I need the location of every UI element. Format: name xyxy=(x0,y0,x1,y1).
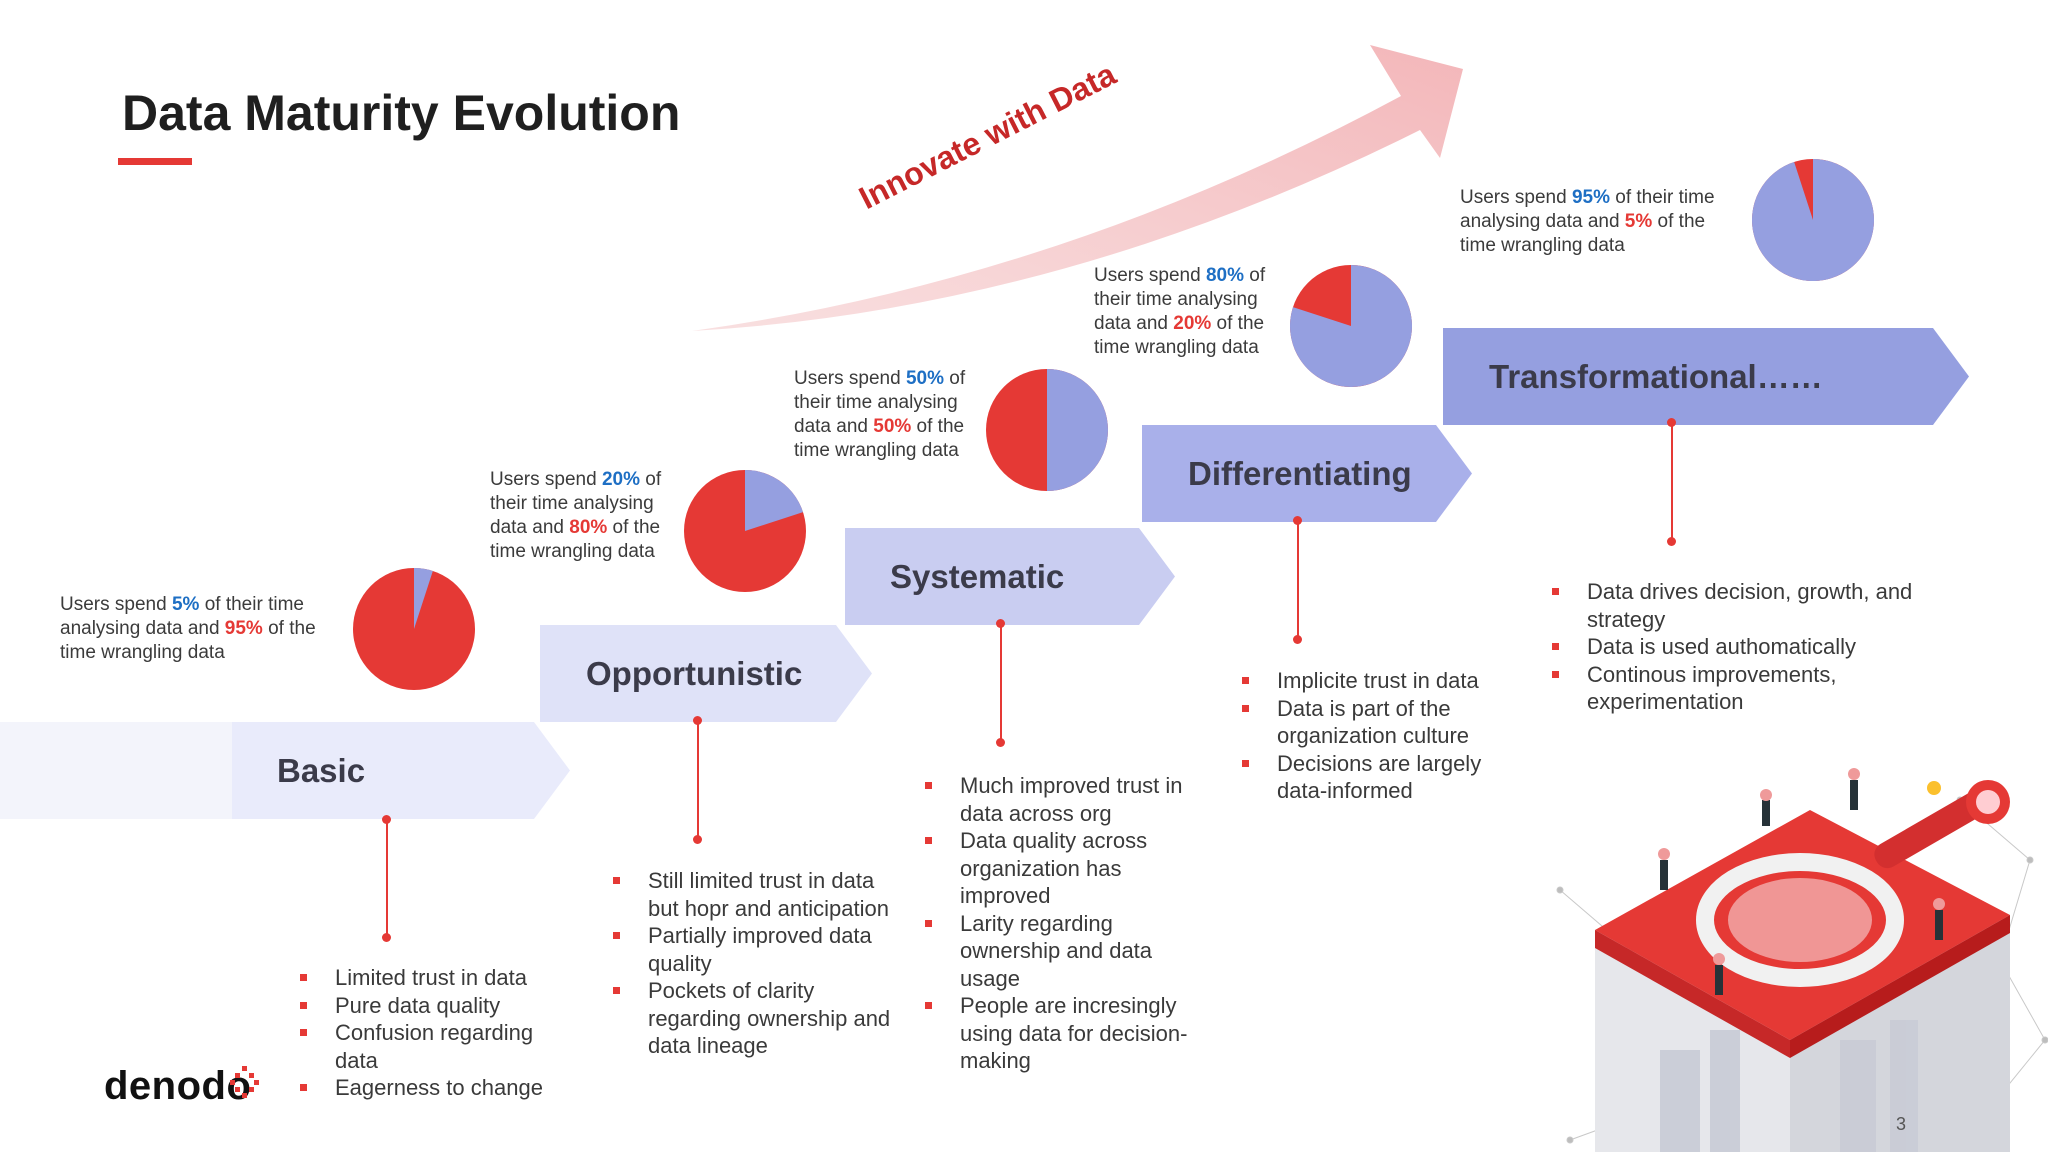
stage-label: Systematic xyxy=(890,557,1065,595)
bullet-item: Larity regarding ownership and data usag… xyxy=(925,910,1215,993)
stage-label: Basic xyxy=(277,751,366,789)
pie-basic xyxy=(353,568,475,690)
bullet-item: Partially improved data quality xyxy=(613,922,903,977)
connector-dot xyxy=(1293,516,1302,525)
usage-systematic: Users spend 50% of their time analysing … xyxy=(794,368,966,461)
stage-basic: Basic xyxy=(232,722,570,819)
bullet-item: Decisions are largely data-informed xyxy=(1242,750,1502,805)
connector-dot xyxy=(996,619,1005,628)
bullet-item: Confusion regarding data xyxy=(300,1019,570,1074)
usage-opportunistic: Users spend 20% of their time analysing … xyxy=(490,469,662,562)
bullets-transformational: Data drives decision, growth, and strate… xyxy=(1552,578,1942,716)
bullets-basic: Limited trust in data Pure data quality … xyxy=(300,964,570,1102)
pie-slice-analysing xyxy=(1047,369,1108,491)
bullet-item: Continous improvements, experimentation xyxy=(1552,661,1942,716)
connector-basic xyxy=(386,820,388,938)
title-underline xyxy=(118,158,192,165)
connector-systematic xyxy=(1000,625,1002,743)
connector-dot xyxy=(1667,418,1676,427)
bullet-item: Data is used authomatically xyxy=(1552,633,1942,661)
stage-label: Opportunistic xyxy=(586,654,803,692)
pie-transformational xyxy=(1752,159,1874,281)
bullets-opportunistic: Still limited trust in data but hopr and… xyxy=(613,867,903,1060)
bullet-item: Data drives decision, growth, and strate… xyxy=(1552,578,1942,633)
page-number: 3 xyxy=(1896,1114,1907,1134)
usage-basic: Users spend 5% of their time analysing d… xyxy=(60,594,316,663)
stage-label: Differentiating xyxy=(1188,454,1412,492)
bullets-systematic: Much improved trust in data across org D… xyxy=(925,772,1215,1075)
pie-slice-analysing xyxy=(1752,159,1874,281)
pie-slice-analysing xyxy=(1290,265,1412,387)
bullet-item: Pockets of clarity regarding ownership a… xyxy=(613,977,903,1060)
bullet-item: Pure data quality xyxy=(300,992,570,1020)
pie-slice-analysing xyxy=(745,470,804,531)
denodo-logo: denodo xyxy=(104,1064,252,1108)
bullet-item: Limited trust in data xyxy=(300,964,570,992)
connector-dot xyxy=(693,835,702,844)
connector-dot xyxy=(1293,635,1302,644)
stage-label: Transformational…… xyxy=(1489,357,1823,395)
connector-opportunistic xyxy=(697,722,699,840)
pie-opportunistic xyxy=(684,470,806,592)
page-title: Data Maturity Evolution xyxy=(122,85,681,141)
bullet-item: People are incresingly using data for de… xyxy=(925,992,1215,1075)
stage-systematic: Systematic xyxy=(845,528,1175,625)
data-magnifier-illustration xyxy=(1556,768,2048,1152)
usage-transformational: Users spend 95% of their time analysing … xyxy=(1460,187,1715,256)
bullet-item: Implicite trust in data xyxy=(1242,667,1502,695)
bullet-item: Much improved trust in data across org xyxy=(925,772,1215,827)
connector-dot xyxy=(693,716,702,725)
stage-opportunistic: Opportunistic xyxy=(540,625,872,722)
stage-differentiating: Differentiating xyxy=(1142,425,1472,522)
bullets-differentiating: Implicite trust in data Data is part of … xyxy=(1242,667,1502,805)
pie-systematic xyxy=(986,369,1108,491)
denodo-logo-mark-icon xyxy=(230,1066,259,1098)
pie-differentiating xyxy=(1290,265,1412,387)
connector-dot xyxy=(996,738,1005,747)
connector-differentiating xyxy=(1297,522,1299,640)
usage-differentiating: Users spend 80% of their time analysing … xyxy=(1094,265,1266,358)
bullet-item: Data is part of the organization culture xyxy=(1242,695,1502,750)
connector-dot xyxy=(1667,537,1676,546)
connector-dot xyxy=(382,815,391,824)
connector-dot xyxy=(382,933,391,942)
stage-transformational: Transformational…… xyxy=(1443,328,1969,425)
bullet-item: Eagerness to change xyxy=(300,1074,570,1102)
connector-transformational xyxy=(1671,424,1673,542)
pie-slice-analysing xyxy=(414,568,433,629)
bullet-item: Still limited trust in data but hopr and… xyxy=(613,867,903,922)
basic-tail xyxy=(0,722,236,819)
bullet-item: Data quality across organization has imp… xyxy=(925,827,1215,910)
